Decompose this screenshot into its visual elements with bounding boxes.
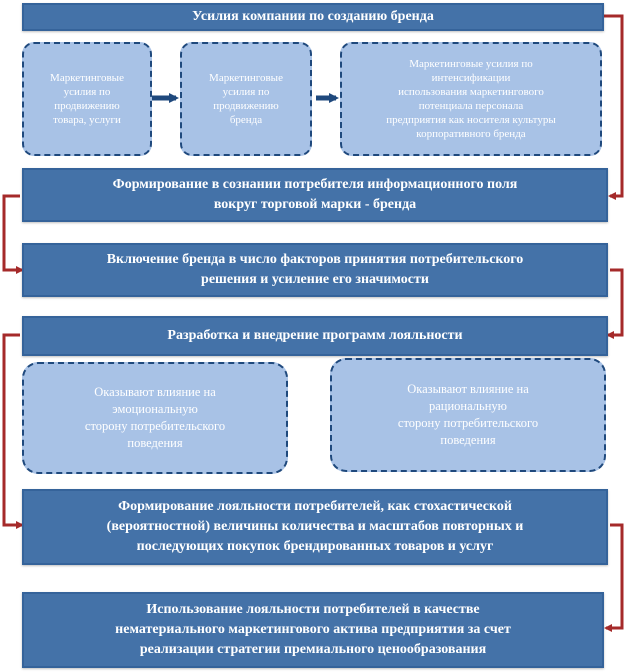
influence-2-line-4: поведения — [440, 433, 496, 447]
effort-1-line-2: усилия по — [63, 86, 111, 98]
connector-header-to-formation — [603, 14, 624, 200]
influence-1-line-3: сторону потребительского — [84, 419, 226, 433]
effort-3-line-5: предприятия как носителя культуры — [386, 114, 556, 126]
effort-3-line-1: Маркетинговые усилия по — [409, 58, 533, 70]
step-2-line-1: Включение бренда в число факторов принят… — [106, 252, 524, 267]
influence-2-line-2: рациональную — [429, 399, 507, 413]
effort-1-line-3: продвижению — [54, 100, 120, 112]
step-4-line-2: (вероятностной) величины количества и ма… — [106, 519, 524, 534]
effort-box-brand: Маркетинговые усилия по продвижению брен… — [180, 42, 312, 156]
effort-3-line-4: потенциала персонала — [418, 100, 524, 112]
step-5-line-3: реализации стратегии премиального ценооб… — [139, 642, 487, 657]
effort-2-line-2: усилия по — [222, 86, 270, 98]
effort-box-product: Маркетинговые усилия по продвижению това… — [22, 42, 152, 156]
step-loyalty-usage-bar: Использование лояльности потребителей в … — [22, 592, 604, 668]
effort-2-line-4: бренда — [229, 114, 263, 126]
effort-1-line-1: Маркетинговые — [50, 72, 124, 84]
influence-2-line-3: сторону потребительского — [397, 416, 539, 430]
influence-box-rational: Оказывают влияние на рациональную сторон… — [330, 358, 606, 472]
step-2-line-2: решения и усиление его значимости — [201, 272, 429, 287]
effort-2-line-3: продвижению — [213, 100, 279, 112]
effort-3-line-3: использования маркетингового — [398, 86, 544, 98]
effort-1-line-4: товара, услуги — [53, 114, 121, 126]
influence-1-line-4: поведения — [127, 436, 183, 450]
step-1-line-2: вокруг торговой марки - бренда — [213, 197, 417, 212]
influence-box-emotional: Оказывают влияние на эмоциональную сторо… — [22, 362, 288, 474]
header-bar: Усилия компании по созданию бренда — [22, 3, 604, 31]
influence-2-line-1: Оказывают влияние на — [407, 382, 529, 396]
step-inclusion-bar: Включение бренда в число факторов принят… — [22, 243, 608, 297]
step-5-line-1: Использование лояльности потребителей в … — [146, 602, 480, 617]
connector-formation-to-inclusion — [2, 194, 24, 274]
connector-programs-to-loyalty — [2, 333, 24, 529]
step-3-line-1: Разработка и внедрение программ лояльнос… — [167, 328, 463, 343]
step-4-line-1: Формирование лояльности потребителей, ка… — [118, 499, 512, 514]
step-loyalty-formation-bar: Формирование лояльности потребителей, ка… — [22, 489, 608, 565]
step-4-line-3: последующих покупок брендированных товар… — [136, 539, 494, 554]
connector-inclusion-to-programs — [606, 268, 624, 339]
connector-loyalty-to-usage — [604, 523, 624, 632]
header-title: Усилия компании по созданию бренда — [192, 9, 434, 24]
effort-3-line-2: интенсификации — [431, 72, 511, 84]
step-loyalty-programs-bar: Разработка и внедрение программ лояльнос… — [22, 316, 608, 356]
step-5-line-2: нематериального маркетингового актива пр… — [115, 622, 511, 637]
influence-1-line-1: Оказывают влияние на — [94, 385, 216, 399]
influence-1-line-2: эмоциональную — [112, 402, 198, 416]
effort-box-personnel: Маркетинговые усилия по интенсификации и… — [340, 42, 602, 156]
effort-3-line-6: корпоративного бренда — [416, 128, 526, 140]
step-1-line-1: Формирование в сознании потребителя инфо… — [112, 177, 518, 192]
step-formation-bar: Формирование в сознании потребителя инфо… — [22, 168, 608, 222]
effort-2-line-1: Маркетинговые — [209, 72, 283, 84]
